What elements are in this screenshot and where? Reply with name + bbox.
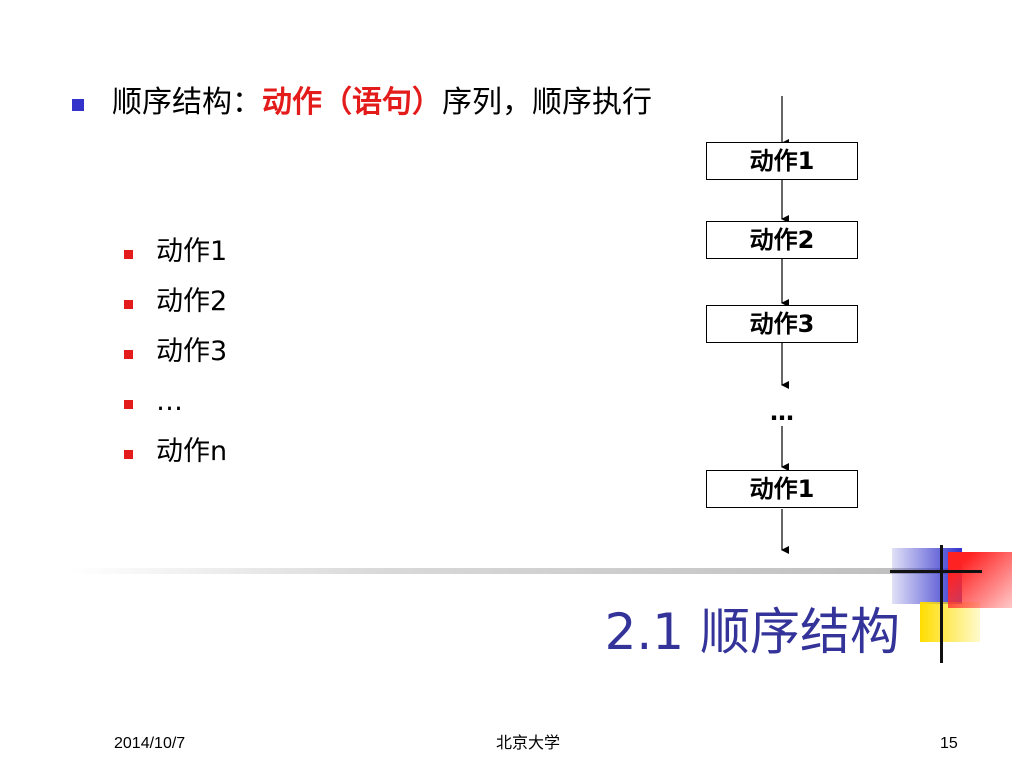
flow-ellipsis: …	[770, 398, 794, 426]
decoration-red-block	[948, 552, 1012, 608]
sub-list: 动作1 动作2 动作3 … 动作n	[124, 230, 227, 480]
flow-box: 动作1	[706, 470, 858, 508]
main-point-suffix: 序列，顺序执行	[442, 85, 652, 120]
list-item-label: 动作3	[156, 336, 228, 367]
slide-title: 2.1 顺序结构	[604, 603, 900, 661]
flow-box: 动作3	[706, 305, 858, 343]
list-item-label: 动作2	[156, 286, 228, 317]
bullet-icon	[124, 300, 133, 309]
flowchart-arrows	[781, 96, 789, 554]
footer-organization: 北京大学	[496, 735, 561, 752]
list-item-label: 动作n	[156, 436, 228, 467]
list-item: 动作3	[124, 330, 227, 380]
bullet-icon	[124, 450, 133, 459]
footer-date: 2014/10/7	[114, 735, 186, 752]
decoration-vertical-line	[940, 545, 943, 663]
sequence-flowchart: 动作1 动作2 动作3 … 动作1	[700, 88, 870, 558]
list-item: 动作2	[124, 280, 227, 330]
main-point-highlight: 动作（语句）	[262, 85, 442, 120]
flow-box: 动作1	[706, 142, 858, 180]
main-point-text: 顺序结构：动作（语句）序列，顺序执行	[112, 80, 672, 126]
list-item-label: …	[156, 386, 183, 417]
bullet-icon	[72, 99, 84, 111]
list-item: 动作1	[124, 230, 227, 280]
main-point-prefix: 顺序结构：	[112, 85, 262, 120]
list-item: …	[124, 380, 227, 430]
decoration-yellow-block	[920, 602, 980, 642]
title-divider	[70, 568, 950, 574]
list-item: 动作n	[124, 430, 227, 480]
footer-page-number: 15	[940, 735, 958, 752]
decoration-horizontal-line	[890, 570, 982, 573]
bullet-icon	[124, 250, 133, 259]
list-item-label: 动作1	[156, 236, 228, 267]
bullet-icon	[124, 350, 133, 359]
bullet-icon	[124, 400, 133, 409]
flow-box: 动作2	[706, 221, 858, 259]
